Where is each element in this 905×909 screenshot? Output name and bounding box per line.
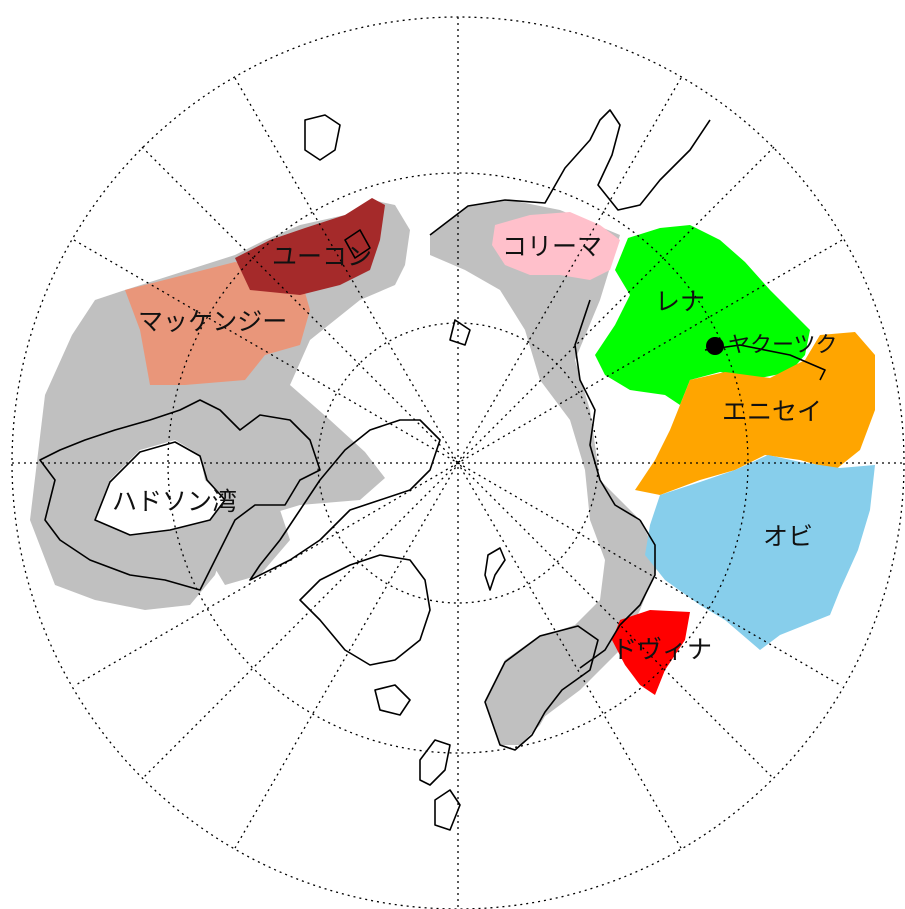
ob-basin [645,455,875,650]
label-yakutsk: ヤクーツク [728,333,838,358]
label-kolyma: コリーマ [502,232,602,261]
label-dvina: ドヴィナ [612,635,712,664]
label-hudson-bay: ハドソン湾 [112,487,237,516]
baffin-land [210,505,290,585]
yukon-basin [235,198,385,295]
label-mackenzie: マッケンジー [138,307,287,336]
eurasia-land [430,200,660,740]
coastlines [39,109,826,831]
graticule [11,16,905,909]
yakutsk-marker [706,337,724,355]
lena-basin [595,225,810,405]
label-ob: オビ [763,522,813,551]
yenisei-basin [635,332,875,495]
mackenzie-basin [125,262,310,385]
dvina-basin [612,610,690,695]
label-yukon: ユーコン [272,242,372,271]
kolyma-basin [492,212,620,280]
label-lena: レナ [655,287,705,316]
label-yenisei: エニセイ [722,397,822,426]
